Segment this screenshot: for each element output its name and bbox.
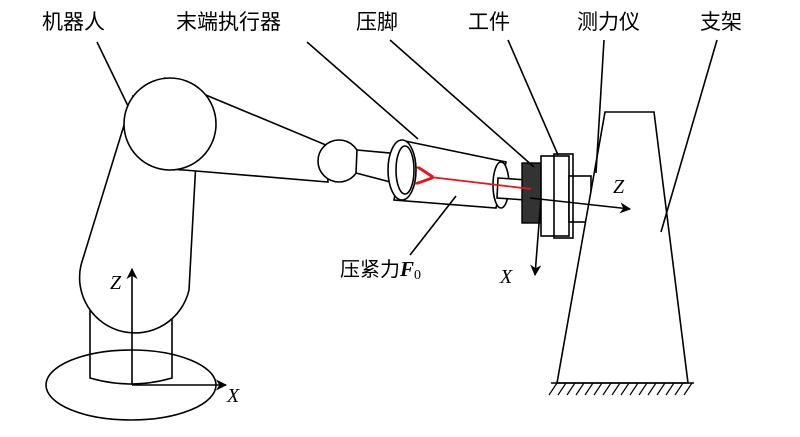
leader-end-effector [306,41,419,140]
leader-workpiece [507,39,559,156]
label-base-x: X [227,385,240,407]
workpiece [521,162,542,224]
robot-shoulder-joint [123,77,217,171]
label-tool-x: X [500,266,513,288]
end-effector-rear-flange [387,139,417,201]
label-bracket: 支架 [700,10,742,34]
leader-robot [96,41,129,107]
dynamometer-face [553,153,574,239]
dynamometer-plate [540,155,570,237]
label-base-z: Z [110,272,122,294]
ground-hatching [548,382,693,396]
leader-force [409,195,457,256]
label-robot: 机器人 [42,10,105,34]
end-effector-rear-inner [395,145,415,195]
leader-presser-foot [389,39,535,168]
label-presser-foot: 压脚 [356,10,398,34]
label-clamping-force-text: 压紧力 [340,257,400,281]
leader-bracket [660,39,718,233]
label-clamping-force: 压紧力F0 [340,259,421,283]
robot-pedestal [89,308,173,385]
clamping-force-arrow [430,177,532,190]
tool-x-axis [530,197,542,277]
robot-wrist-joint [317,139,361,183]
label-clamping-force-symbol: F [400,257,415,281]
label-tool-z: Z [613,176,625,198]
label-clamping-force-subscript: 0 [414,268,422,283]
label-end-effector: 末端执行器 [176,10,281,34]
leader-dynamometer [595,39,605,174]
label-dynamometer: 测力仪 [577,10,640,34]
bracket [556,111,689,384]
tool-z-axis [529,197,632,214]
label-workpiece: 工件 [468,10,510,34]
